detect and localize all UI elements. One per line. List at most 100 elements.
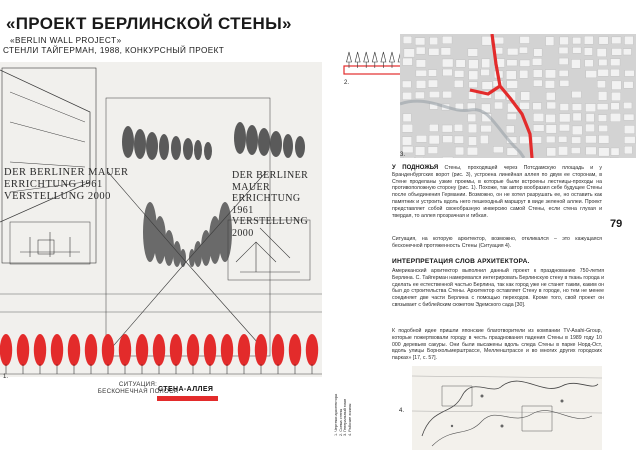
red-tree (169, 334, 183, 366)
legend-item: 1. Чертежи архитектора (334, 393, 338, 436)
city-block (402, 146, 414, 154)
scheme-tree (371, 51, 378, 68)
city-block (610, 102, 620, 110)
page-title: «ПРОЕКТ БЕРЛИНСКОЙ СТЕНЫ» (6, 14, 292, 33)
city-block (598, 135, 610, 144)
city-block (598, 114, 607, 122)
city-block (558, 136, 568, 143)
city-block (545, 69, 556, 79)
red-tree (305, 334, 319, 366)
city-block (559, 103, 569, 111)
city-block (559, 113, 571, 123)
city-block (468, 136, 477, 146)
city-block (442, 156, 454, 158)
city-block (533, 48, 543, 57)
city-block (440, 47, 451, 56)
situation-label: СИТУАЦИЯ: (118, 381, 158, 388)
subtitle-author: СТЕНЛИ ТАЙГЕРМАН, 1988, КОНКУРСНЫЙ ПРОЕК… (3, 46, 225, 55)
section-text-2: К подобной идее пришли японские благотво… (392, 328, 602, 362)
city-block (441, 124, 453, 133)
red-tree (67, 334, 81, 366)
red-tree (0, 334, 13, 366)
city-block (596, 48, 607, 57)
city-block (585, 113, 595, 123)
city-block (454, 124, 463, 132)
city-block (597, 80, 606, 89)
city-block (624, 70, 635, 77)
red-tree (203, 334, 217, 366)
city-block (427, 146, 438, 154)
scheme-tree (346, 51, 352, 68)
city-block (597, 69, 609, 77)
city-block (571, 59, 581, 69)
scheme-tree (354, 51, 361, 68)
city-block (506, 80, 518, 89)
city-block (585, 135, 597, 144)
city-block (546, 135, 556, 143)
city-block (480, 69, 490, 76)
city-block (624, 145, 633, 155)
city-block (585, 146, 597, 155)
red-tree (33, 334, 47, 366)
city-block (415, 69, 427, 77)
city-block (415, 146, 426, 156)
city-block (480, 135, 489, 144)
scheme-tree (363, 51, 370, 68)
city-block (493, 146, 504, 154)
city-block (454, 70, 465, 78)
city-block (572, 112, 582, 122)
city-block (545, 114, 556, 123)
city-block (545, 124, 557, 134)
city-block (572, 47, 582, 54)
inscription-line: VERSTELLUNG 2000 (4, 191, 111, 202)
city-block (598, 91, 608, 101)
city-block (559, 80, 570, 87)
intro-lead: У ПОДНОЖЬЯ (392, 165, 439, 171)
city-block (519, 59, 531, 67)
city-block (442, 68, 453, 77)
city-block (481, 36, 492, 46)
city-block (559, 124, 570, 132)
city-block (571, 147, 581, 154)
city-block (506, 70, 517, 80)
figure-number: 2. (344, 80, 350, 86)
city-block (402, 124, 413, 133)
working-sketch (412, 366, 602, 450)
city-block (598, 147, 610, 157)
city-block (559, 36, 569, 45)
red-tree (152, 334, 166, 366)
city-block (506, 125, 515, 134)
red-tree (186, 334, 200, 366)
city-block (467, 113, 477, 122)
city-block (611, 80, 622, 90)
wall-alley-caption: СТЕНА-АЛЛЕЯ (158, 386, 214, 393)
city-block (571, 91, 582, 99)
inscription-line: VERSTELLUNG 2000 (232, 216, 309, 239)
city-block (545, 92, 556, 101)
city-block (544, 80, 555, 89)
red-tree (254, 334, 268, 366)
red-tree (118, 334, 132, 366)
page-number: 79 (610, 218, 623, 230)
city-block (533, 79, 543, 87)
city-block (468, 123, 478, 133)
inscription-line: DER BERLINER MAUER (232, 170, 309, 193)
city-block (624, 36, 634, 45)
city-block (623, 48, 632, 56)
city-block (585, 103, 596, 112)
architect-drawings: DER BERLINER MAUER ERRICHTUNG 1961 VERST… (0, 62, 322, 377)
city-block (623, 81, 634, 89)
city-block (519, 36, 530, 44)
city-block (598, 124, 608, 132)
city-block (442, 58, 454, 68)
red-tree (101, 334, 115, 366)
article-intro: У ПОДНОЖЬЯ Стены, проходящей через Потсд… (392, 165, 602, 219)
scheme-tree (389, 51, 395, 68)
city-block (402, 57, 413, 66)
city-block (414, 157, 424, 158)
city-block (442, 135, 453, 143)
city-block (546, 147, 557, 157)
city-block (610, 68, 620, 77)
scheme-tree (380, 51, 387, 68)
city-block (598, 36, 609, 45)
